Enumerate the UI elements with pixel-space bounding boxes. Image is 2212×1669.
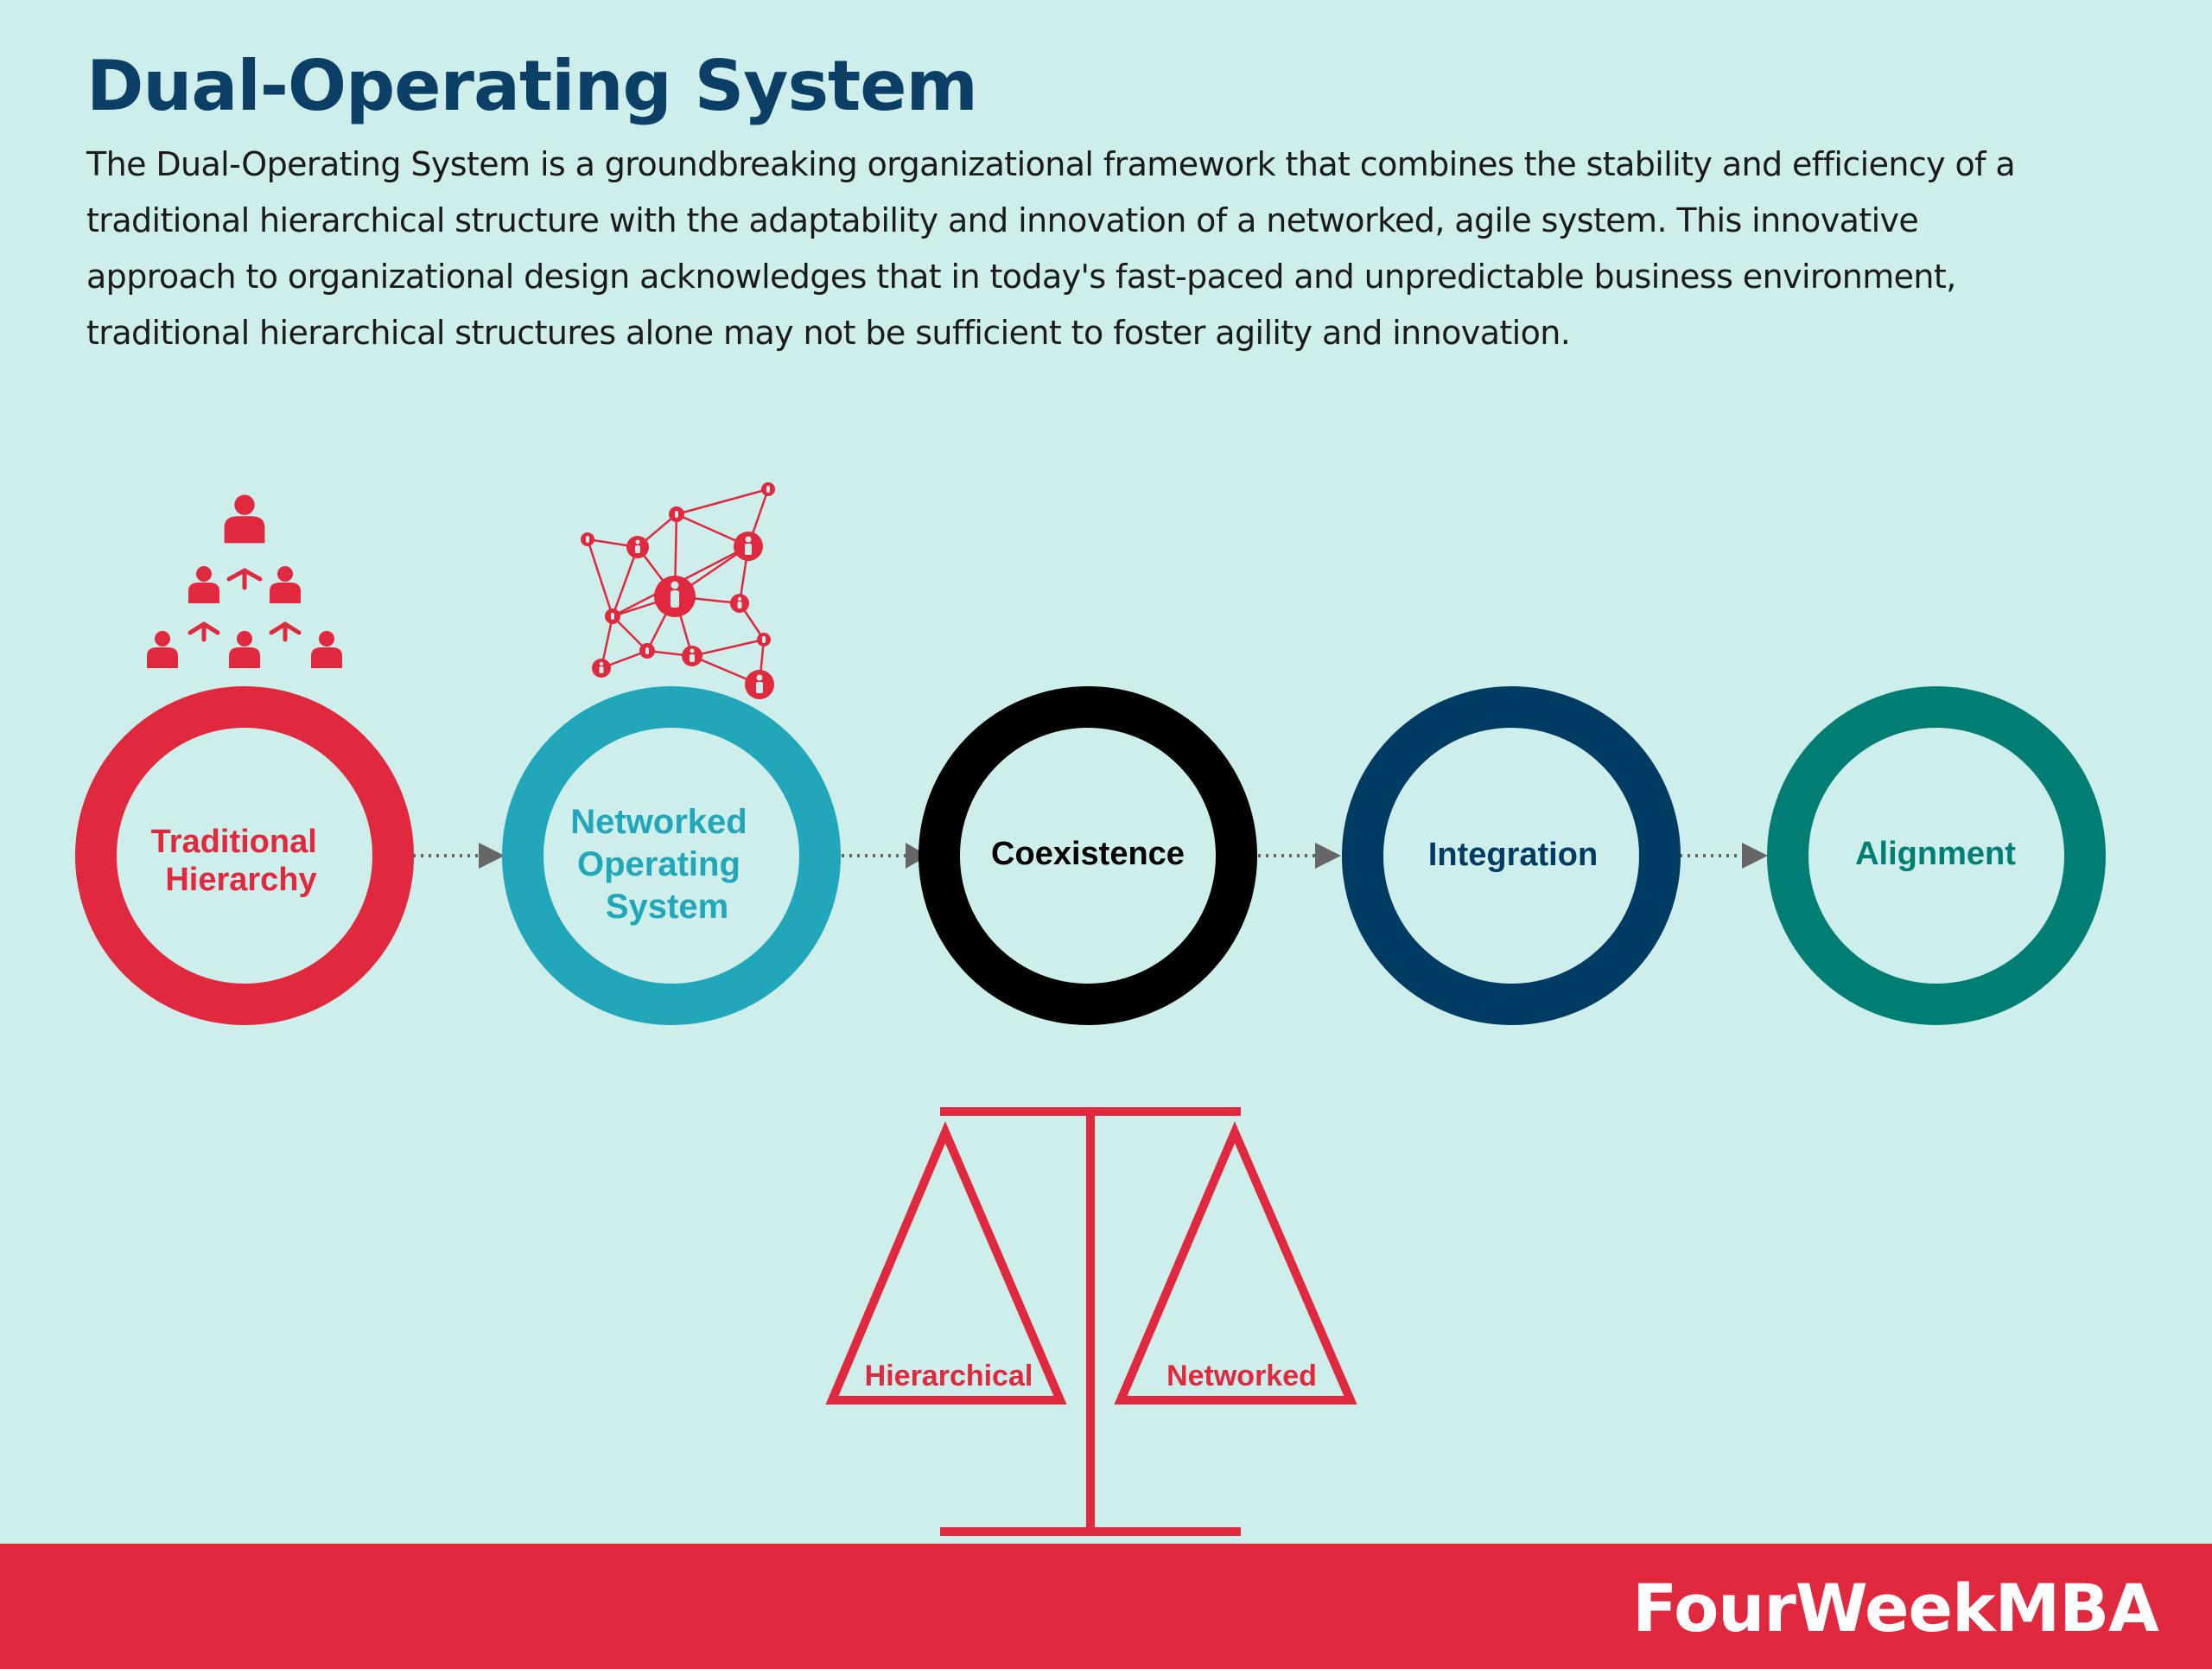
stage-networked-operating-system: Networked Operating System (502, 686, 841, 1025)
stage-label-line: Coexistence (991, 836, 1185, 872)
stage-integration: Integration (1342, 686, 1681, 1025)
people-network-icon (581, 482, 775, 699)
stage-label: Coexistence (991, 836, 1185, 872)
stage-label: Alignment (1855, 836, 2016, 872)
stage-ring (1342, 686, 1681, 1025)
stage-rings: Traditional Hierarchy Networked Operatin… (75, 686, 2106, 1025)
stage-label-line: Integration (1428, 837, 1598, 873)
stage-ring (75, 686, 414, 1025)
stage-ring (502, 686, 841, 1025)
stage-label-line: System (606, 888, 728, 926)
page-title: Dual-Operating System (86, 46, 978, 126)
stage-label-line: Networked (570, 803, 747, 841)
intro-paragraph: The Dual-Operating System is a groundbre… (86, 145, 2016, 352)
brand-logo: FourWeekMBA (1632, 1570, 2159, 1647)
stage-connectors (413, 843, 1768, 869)
arrow-head-icon (479, 843, 505, 869)
arrow-head-icon (1742, 843, 1768, 869)
stage-label: Traditional Hierarchy (151, 824, 327, 898)
stage-label-line: Alignment (1855, 836, 2016, 872)
scale-right-label: Networked (1166, 1360, 1317, 1392)
stage-coexistence: Coexistence (918, 686, 1257, 1025)
stage-ring (918, 686, 1257, 1025)
people-hierarchy-icon (147, 494, 342, 668)
footer-bar: FourWeekMBA (0, 1544, 2212, 1669)
arrow-head-icon (906, 843, 928, 869)
stage-traditional-hierarchy: Traditional Hierarchy (75, 686, 414, 1025)
stage-ring (1767, 686, 2106, 1025)
stage-label-line: Operating (577, 845, 741, 883)
scale-right-pan (1114, 1121, 1357, 1405)
stage-label-line: Hierarchy (165, 862, 316, 898)
stage-label: Networked Operating System (570, 803, 757, 926)
stage-label: Integration (1428, 837, 1598, 873)
stage-label-line: Traditional (151, 824, 317, 860)
balance-scale-icon (825, 1107, 1357, 1536)
scale-left-label: Hierarchical (865, 1360, 1033, 1392)
arrow-head-icon (1315, 843, 1341, 869)
stage-alignment: Alignment (1767, 686, 2106, 1025)
scale-left-pan (825, 1121, 1067, 1405)
